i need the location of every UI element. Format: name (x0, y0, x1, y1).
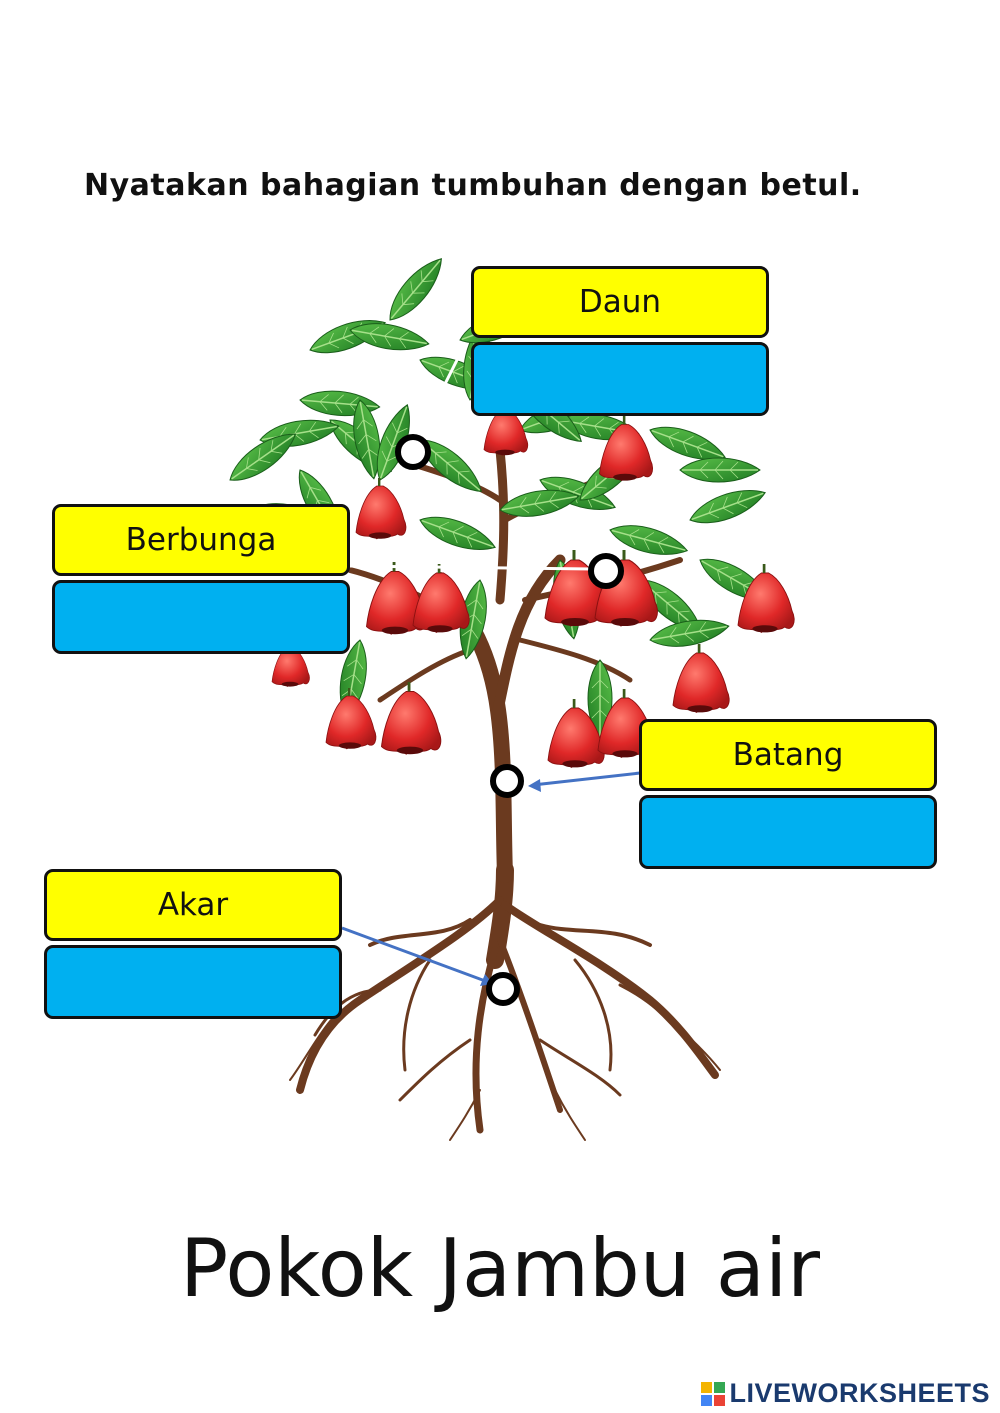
label-batang: Batang (639, 719, 937, 791)
answer-field-batang[interactable] (639, 795, 937, 869)
label-box-berbunga: Berbunga (52, 504, 350, 660)
label-daun: Daun (471, 266, 769, 338)
marker-berbunga (588, 553, 624, 589)
marker-akar (486, 972, 520, 1006)
marker-daun (395, 434, 431, 470)
brand-text: LIVEWORKSHEETS (729, 1378, 990, 1408)
label-box-akar: Akar (44, 869, 342, 1025)
liveworksheets-icon (701, 1381, 726, 1406)
answer-field-akar[interactable] (44, 945, 342, 1019)
pointer-akar (341, 926, 520, 1006)
label-berbunga: Berbunga (52, 504, 350, 576)
label-akar: Akar (44, 869, 342, 941)
marker-batang (490, 764, 524, 798)
pointer-daun (395, 347, 465, 470)
brand-logo: LIVEWORKSHEETS (701, 1378, 990, 1409)
label-box-daun: Daun (471, 266, 769, 420)
instruction-text: Nyatakan bahagian tumbuhan dengan betul. (84, 168, 862, 203)
pointer-batang (490, 764, 641, 798)
answer-field-daun[interactable] (471, 342, 769, 416)
answer-field-berbunga[interactable] (52, 580, 350, 654)
label-box-batang: Batang (639, 719, 937, 873)
pointer-berbunga (349, 553, 624, 589)
page-title: Pokok Jambu air (179, 1222, 821, 1315)
